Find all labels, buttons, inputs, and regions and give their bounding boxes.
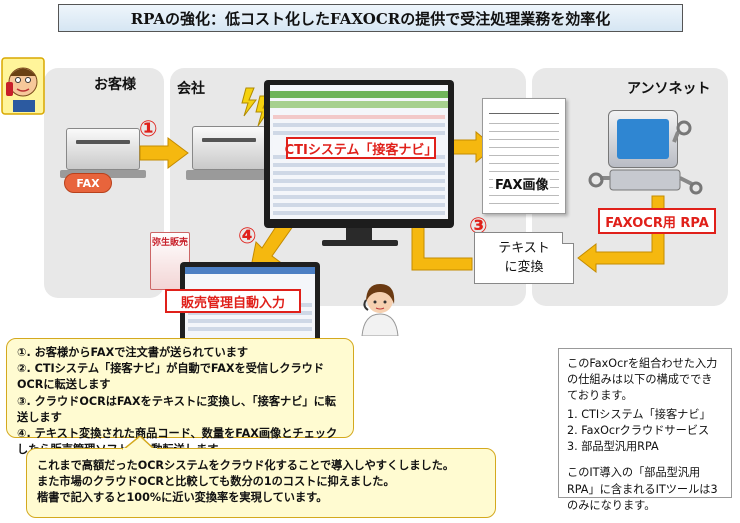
summary-callout-tail [121,436,157,450]
summary-notes-callout: これまで高額だったOCRシステムをクラウド化することで導入しやすくしました。 ま… [26,448,496,518]
company-fax-base [186,170,272,180]
rpa-robot-screen [617,119,669,159]
process-note-2: ②. CTIシステム「接客ナビ」が自動でFAXを受信しクラウドOCRに転送します [17,362,325,392]
configuration-info-box: このFaxOcrを組合わせた入力の仕組みは以下の構成でできております。 1. C… [558,348,732,512]
operator-person-icon [361,284,399,336]
text-conversion-line-2: に変換 [504,260,544,275]
fax-image-label: FAX画像 [493,174,551,193]
rpa-robot [608,110,678,168]
process-notes-callout: ①. お客様からFAXで注文書が送られています ②. CTIシステム「接客ナビ」… [6,338,354,456]
process-note-1: ①. お客様からFAXで注文書が送られています [17,346,249,359]
info-item-2: 2. FaxOcrクラウドサービス [567,423,710,437]
arrow-step-1 [139,137,189,169]
yayoi-software-label: 弥生販売 [152,238,189,248]
customer-label: お客様 [94,77,136,93]
process-note-3: ③. クラウドOCRはFAXをテキストに変換し、「接客ナビ」に転送します [17,394,336,424]
info-item-3: 3. 部品型汎用RPA [567,440,659,454]
step-1-number: ① [139,117,158,142]
summary-note-3: 楷書で記入すると100%に近い変換率を実現しています。 [37,491,328,505]
summary-note-2: また市場のクラウドOCRと比較しても数分の1のコストに抑えました。 [37,475,395,489]
faxocr-rpa-label: FAXOCR用 RPA [598,208,716,234]
customer-fax-machine [66,128,140,170]
text-box-corner [562,232,574,244]
company-fax-slot [202,138,256,142]
sales-auto-input-label: 販売管理自動入力 [165,289,301,313]
company-label: 会社 [177,81,205,97]
cti-monitor-stand [346,228,372,240]
vendor-label: アンソネット [627,81,711,97]
company-fax-machine [192,126,266,170]
step-4-number: ④ [238,224,257,249]
robot-arms-icon [588,120,703,195]
fax-badge: FAX [64,173,112,193]
text-conversion-box: テキスト に変換 [474,232,574,284]
page-title: RPAの強化：低コスト化したFAXOCRの提供で受注処理業務を効率化 [58,4,683,32]
text-conversion-line-1: テキスト [498,240,550,256]
info-footer: このIT導入の「部品型汎用RPA」に含まれるITツールは3のみになります。 [567,466,718,512]
customer-fax-slot [76,140,130,144]
caller-person-icon [1,57,45,115]
cti-system-label: CTIシステム「接客ナビ」 [285,137,437,159]
info-item-1: 1. CTIシステム「接客ナビ」 [567,407,711,421]
info-intro: このFaxOcrを組合わせた入力の仕組みは以下の構成でできております。 [567,357,718,403]
summary-note-1: これまで高額だったOCRシステムをクラウド化することで導入しやすくしました。 [37,459,455,472]
fax-image-document [482,98,566,214]
cti-monitor-base [322,240,398,246]
